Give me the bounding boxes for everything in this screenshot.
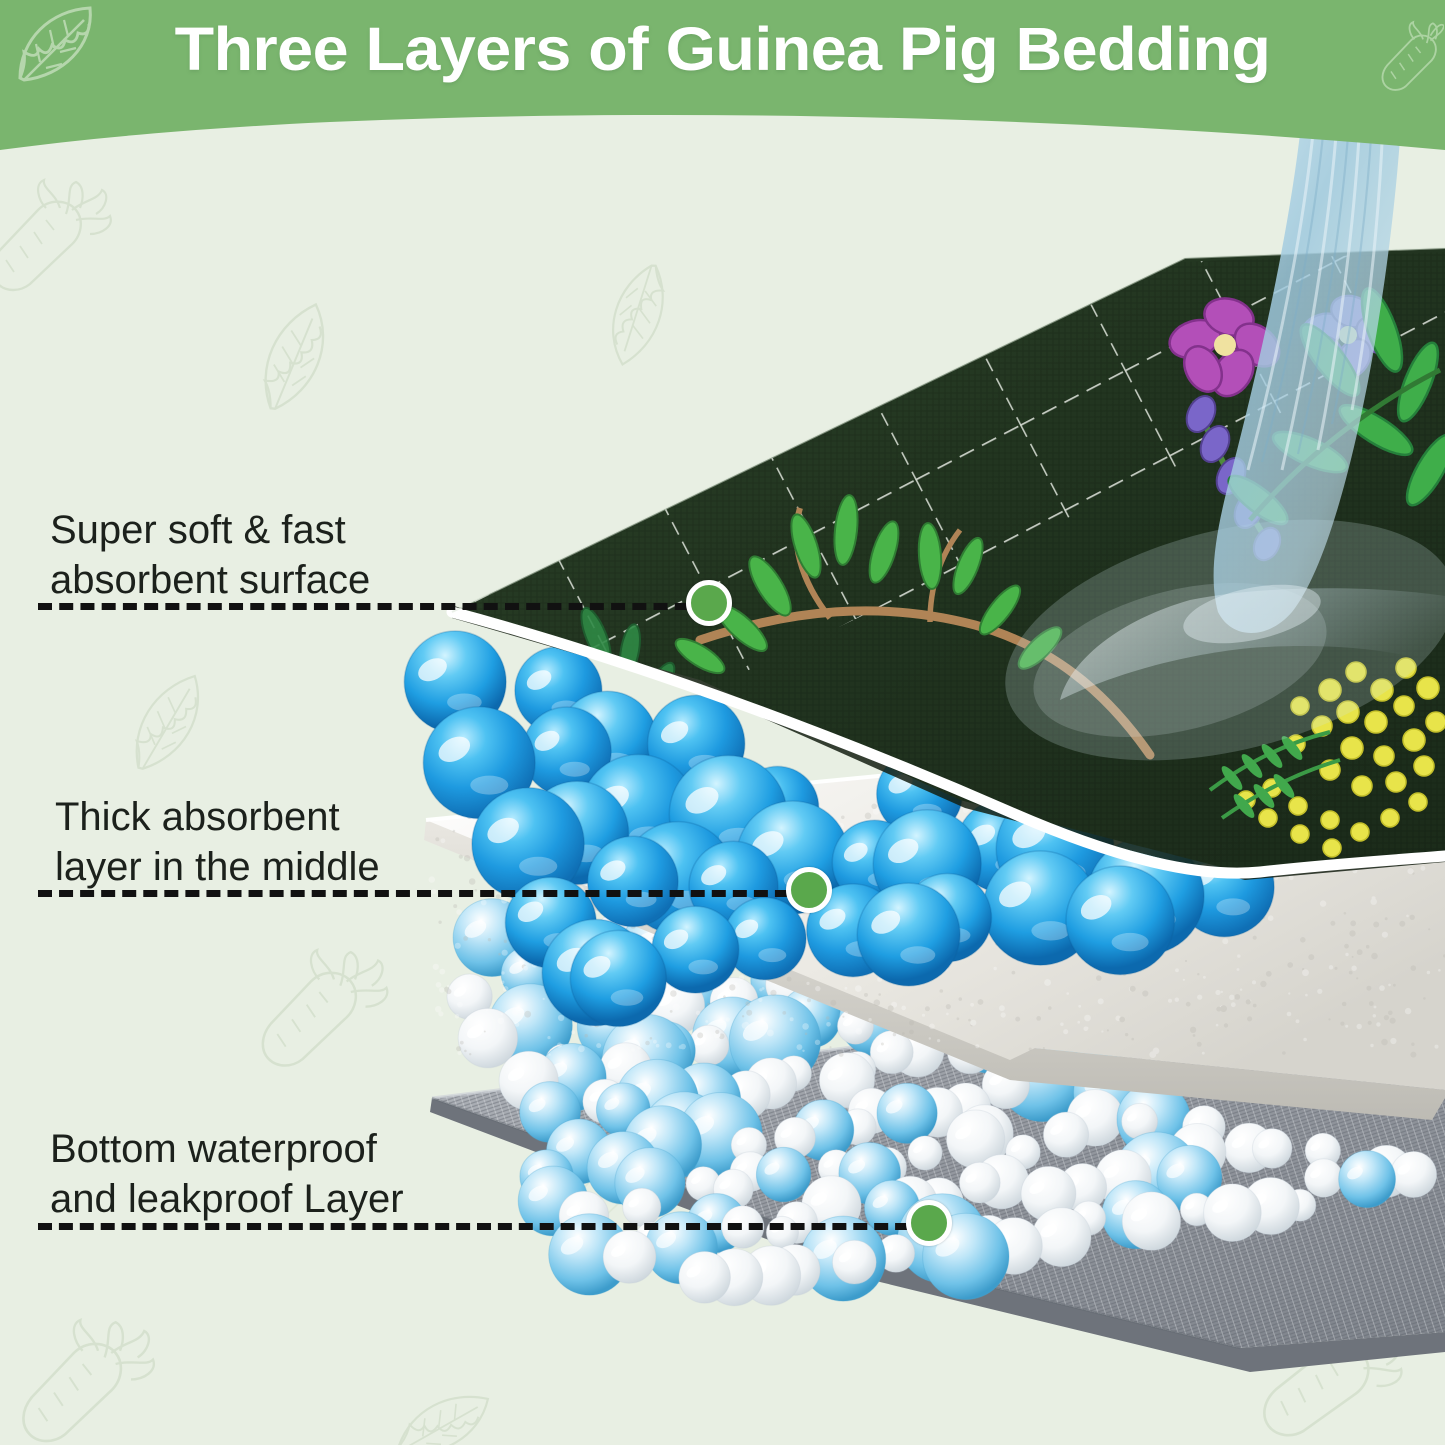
header-banner: Three Layers of Guinea Pig Bedding [0,0,1445,210]
callout-marker-bottom [906,1200,952,1246]
banner-shape [0,0,1445,150]
callout-line-surface [38,603,710,610]
water-pour [1060,61,1445,700]
page-title: Three Layers of Guinea Pig Bedding [174,15,1271,83]
callout-line-bottom [38,1223,930,1230]
callout-surface-layer: Super soft & fast absorbent surface [50,505,370,605]
carrot-icon [1381,20,1444,91]
callout-middle-layer: Thick absorbent layer in the middle [55,792,380,892]
callout-label-bottom: Bottom waterproof and leakproof Layer [50,1127,404,1221]
leaf-icon [18,6,92,82]
callout-label-surface: Super soft & fast absorbent surface [50,508,371,602]
callout-bottom-layer: Bottom waterproof and leakproof Layer [50,1124,404,1224]
callout-marker-surface [686,580,732,626]
embroidered-yellow-mimosa [1208,657,1445,858]
callout-label-middle: Thick absorbent layer in the middle [55,795,380,889]
embroidered-branch [674,494,1155,760]
callout-line-middle [38,890,810,897]
callout-marker-middle [786,867,832,913]
